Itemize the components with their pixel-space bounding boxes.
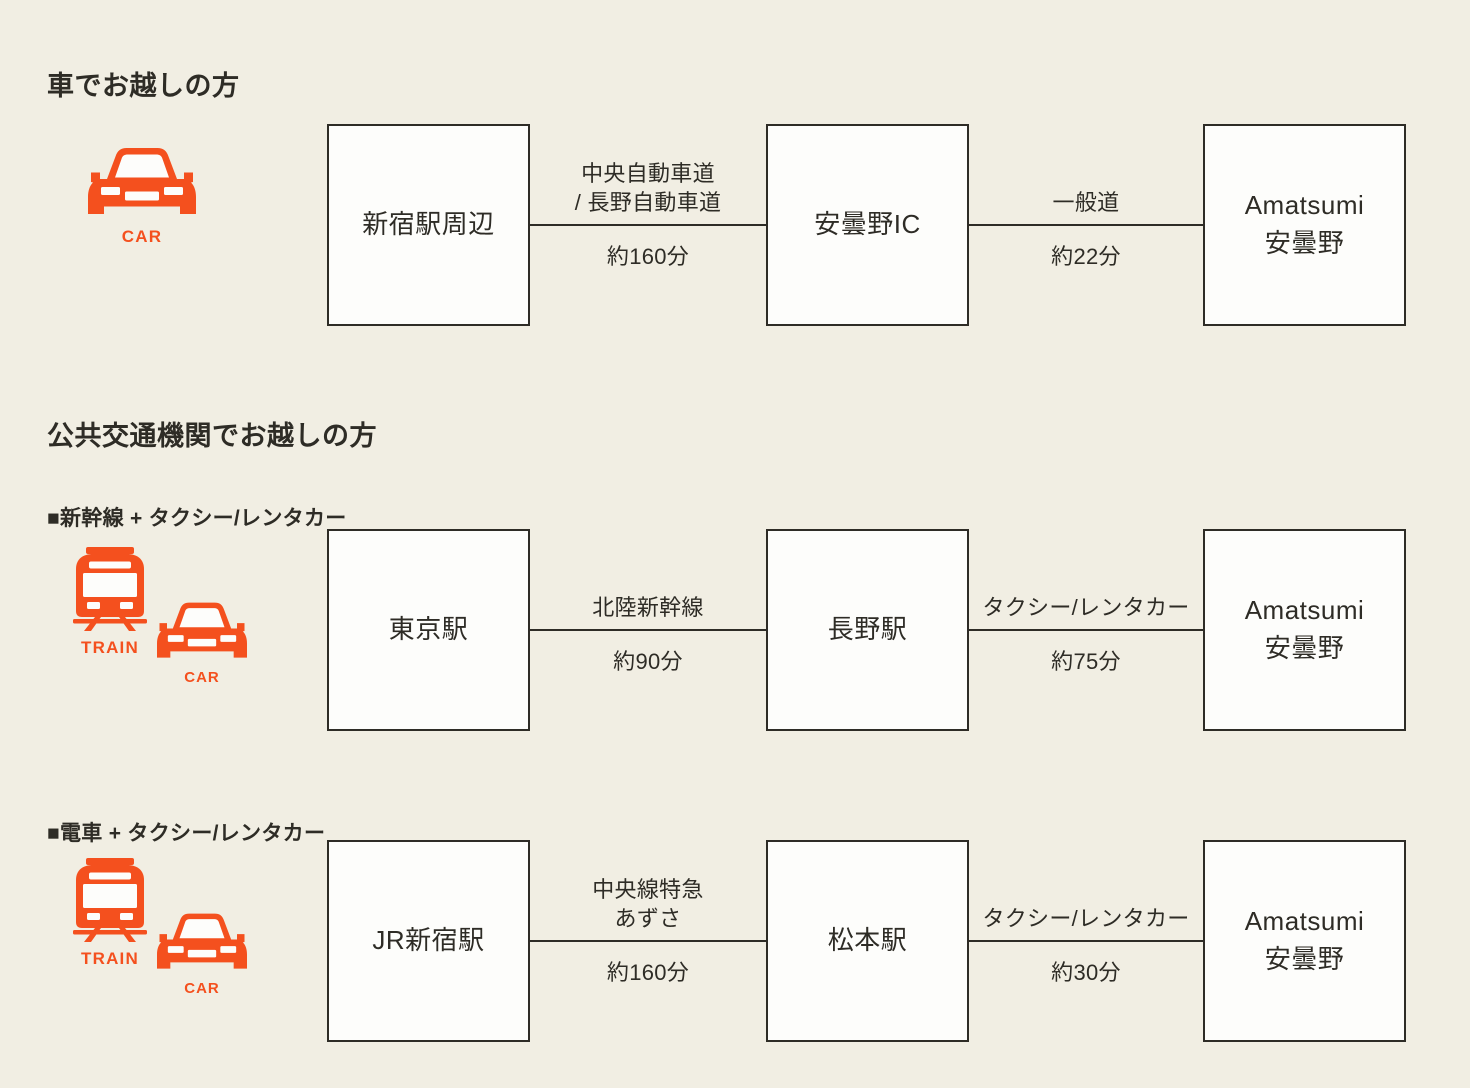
train-icon bbox=[73, 858, 147, 942]
car-icon-caption: CAR bbox=[184, 980, 220, 997]
connector-duration: 約90分 bbox=[613, 649, 683, 674]
route-row-densha: TRAIN CAR JR新宿駅 中央線特急 あずさ 約160分 松本 bbox=[0, 840, 1470, 1044]
node-label-ja: 安曇野 bbox=[1264, 944, 1345, 974]
node-label-ja: 安曇野 bbox=[1264, 228, 1345, 258]
node-label-en: Amatsumi bbox=[1244, 906, 1365, 937]
node-label-en: Amatsumi bbox=[1244, 595, 1365, 626]
connector-car-1: 中央自動車道 / 長野自動車道 約160分 bbox=[528, 124, 768, 326]
node-box-matsumoto-station: 松本駅 bbox=[766, 840, 969, 1042]
train-icon-caption: TRAIN bbox=[81, 949, 139, 968]
train-icon bbox=[73, 547, 147, 631]
car-icon bbox=[157, 913, 247, 969]
car-icon-block: CAR bbox=[147, 601, 257, 686]
mode-icons-densha: TRAIN CAR bbox=[47, 840, 297, 1044]
node-box-azumino-ic: 安曇野IC bbox=[766, 124, 969, 326]
connector-densha-2: タクシー/レンタカー 約30分 bbox=[967, 840, 1205, 1042]
connector-line bbox=[967, 224, 1205, 226]
connector-shinkansen-2: タクシー/レンタカー 約75分 bbox=[967, 529, 1205, 731]
connector-duration: 約30分 bbox=[1051, 960, 1121, 985]
connector-method: 中央自動車道 / 長野自動車道 bbox=[574, 160, 722, 216]
connector-densha-1: 中央線特急 あずさ 約160分 bbox=[528, 840, 768, 1042]
node-label: 東京駅 bbox=[388, 614, 469, 645]
connector-method: 中央線特急 あずさ bbox=[592, 876, 704, 932]
node-label-en: Amatsumi bbox=[1244, 190, 1365, 221]
connector-duration: 約75分 bbox=[1051, 649, 1121, 674]
car-icon-block: CAR bbox=[87, 146, 197, 247]
train-icon-caption: TRAIN bbox=[81, 638, 139, 657]
subsection-title-densha: ■電車 + タクシー/レンタカー bbox=[47, 822, 326, 845]
mode-icons-shinkansen: TRAIN CAR bbox=[47, 529, 297, 733]
train-icon-block: TRAIN bbox=[55, 858, 165, 969]
node-label: 新宿駅周辺 bbox=[362, 209, 495, 240]
node-box-destination: Amatsumi 安曇野 bbox=[1203, 840, 1406, 1042]
connector-line bbox=[528, 940, 768, 942]
car-icon bbox=[157, 602, 247, 658]
car-icon-block: CAR bbox=[147, 912, 257, 997]
subsection-title-shinkansen: ■新幹線 + タクシー/レンタカー bbox=[47, 507, 347, 530]
connector-line bbox=[967, 940, 1205, 942]
connector-line bbox=[528, 224, 768, 226]
node-box-destination: Amatsumi 安曇野 bbox=[1203, 529, 1406, 731]
car-icon-caption: CAR bbox=[184, 669, 220, 686]
train-icon-block: TRAIN bbox=[55, 547, 165, 658]
connector-method: 北陸新幹線 bbox=[592, 595, 704, 621]
car-icon bbox=[88, 148, 196, 214]
connector-duration: 約22分 bbox=[1051, 244, 1121, 269]
node-box-shinjuku-area: 新宿駅周辺 bbox=[327, 124, 530, 326]
connector-duration: 約160分 bbox=[606, 244, 690, 269]
connector-shinkansen-1: 北陸新幹線 約90分 bbox=[528, 529, 768, 731]
connector-method: タクシー/レンタカー bbox=[982, 595, 1190, 621]
car-icon-caption: CAR bbox=[121, 227, 163, 246]
mode-icons-car: CAR bbox=[47, 124, 297, 328]
route-row-car: CAR 新宿駅周辺 中央自動車道 / 長野自動車道 約160分 安曇野IC 一般… bbox=[0, 124, 1470, 328]
node-box-jr-shinjuku-station: JR新宿駅 bbox=[327, 840, 530, 1042]
connector-line bbox=[528, 629, 768, 631]
node-label: JR新宿駅 bbox=[372, 925, 485, 956]
connector-method: タクシー/レンタカー bbox=[982, 906, 1190, 932]
node-label: 松本駅 bbox=[827, 925, 908, 956]
node-label: 長野駅 bbox=[827, 614, 908, 645]
node-label-ja: 安曇野 bbox=[1264, 633, 1345, 663]
node-box-tokyo-station: 東京駅 bbox=[327, 529, 530, 731]
node-label: 安曇野IC bbox=[814, 209, 921, 240]
node-box-nagano-station: 長野駅 bbox=[766, 529, 969, 731]
connector-duration: 約160分 bbox=[606, 960, 690, 985]
connector-line bbox=[967, 629, 1205, 631]
section-title-car: 車でお越しの方 bbox=[47, 71, 240, 102]
connector-car-2: 一般道 約22分 bbox=[967, 124, 1205, 326]
section-title-public-transport: 公共交通機関でお越しの方 bbox=[47, 421, 377, 452]
connector-method: 一般道 bbox=[1052, 190, 1120, 216]
node-box-destination: Amatsumi 安曇野 bbox=[1203, 124, 1406, 326]
route-row-shinkansen: TRAIN CAR 東京駅 北陸新幹線 約90分 長野駅 bbox=[0, 529, 1470, 733]
